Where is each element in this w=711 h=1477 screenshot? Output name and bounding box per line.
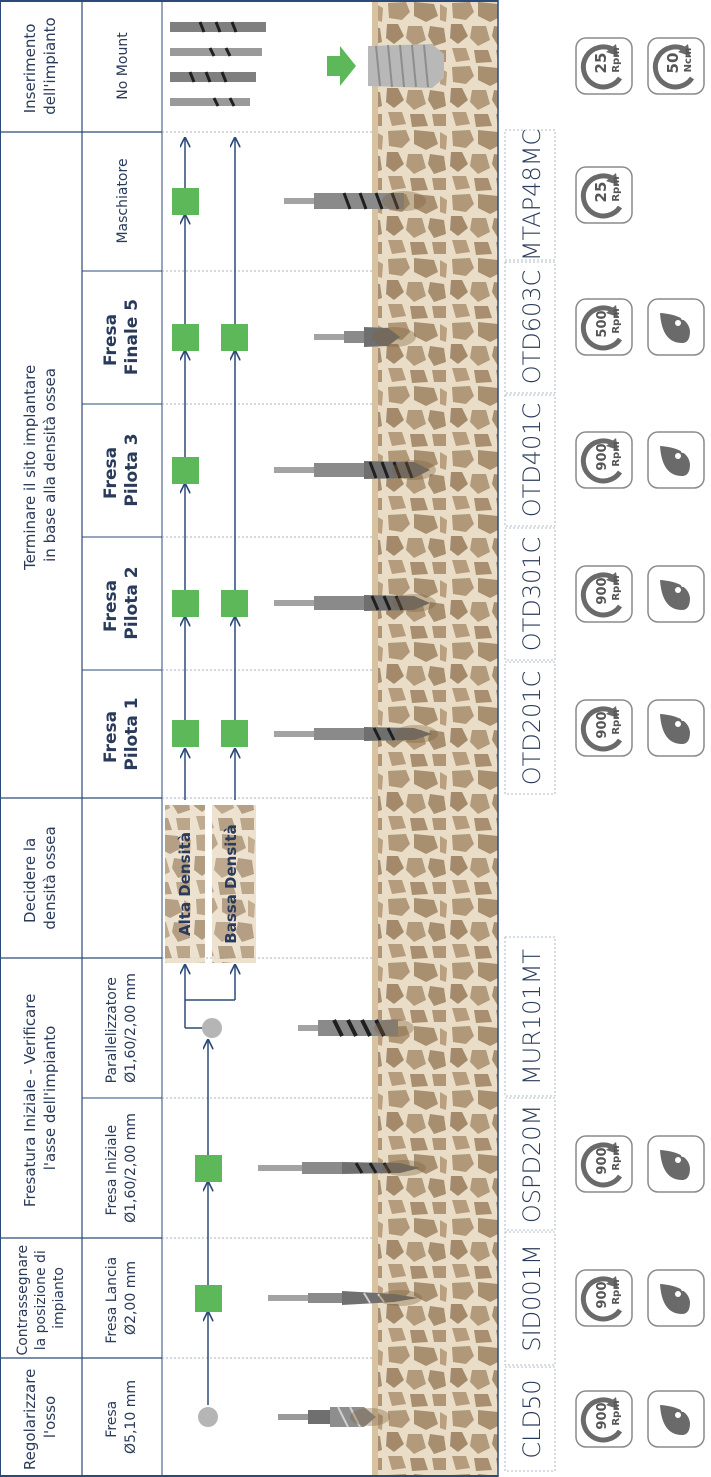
code-otd603c: OTD603C xyxy=(518,270,546,385)
badge-value: 900 xyxy=(595,443,610,470)
header-fresatura-iniziale: Fresatura Iniziale - Verificare l'asse d… xyxy=(21,989,59,1207)
dental-implant xyxy=(368,44,444,88)
badge-unit: Rpm xyxy=(611,575,622,600)
code-cld50: CLD50 xyxy=(518,1379,546,1458)
step-square xyxy=(221,720,248,747)
step-square xyxy=(221,590,248,617)
badge-value: 25 xyxy=(592,182,610,203)
insertion-arrow-icon xyxy=(327,46,356,86)
irrigation-drop-icon xyxy=(648,1136,704,1192)
parallel-dot xyxy=(202,1018,222,1038)
drill-ospd20m xyxy=(258,1160,426,1176)
badge-unit: Rpm xyxy=(611,176,622,201)
subheader-pilota-1: Fresa Pilota 1 xyxy=(101,697,142,770)
code-mur101mt: MUR101MT xyxy=(518,949,546,1085)
code-otd201c: OTD201C xyxy=(518,671,546,786)
irrigation-drop-icon xyxy=(648,1391,704,1447)
drill-sid001m xyxy=(268,1290,422,1306)
code-sid001m: SID001M xyxy=(518,1244,546,1351)
badge-value: 900 xyxy=(595,577,610,604)
header-terminare-sito: Terminare il sito implantare in base all… xyxy=(21,360,59,571)
badge-unit: Rpm xyxy=(611,709,622,734)
subheader-maschiatore: Maschiatore xyxy=(115,158,131,243)
header-contrassegnare: Contrassegnare la posizione di impianto xyxy=(15,1240,67,1355)
irrigation-drop-icon xyxy=(648,566,704,622)
drill-mtap48mc xyxy=(284,191,426,211)
badge-unit: Rpm xyxy=(611,1145,622,1170)
irrigation-drop-icon xyxy=(648,1270,704,1326)
badge-value: 900 xyxy=(595,1147,610,1174)
density-low-label: Bassa Densità xyxy=(222,824,240,943)
header-regolarizzare: Regolarizzare l'osso xyxy=(21,1364,59,1470)
badge-unit: Rpm xyxy=(611,47,622,72)
drill-otd603c xyxy=(314,327,416,347)
badge-unit: Ncm xyxy=(683,48,694,73)
step-square xyxy=(172,720,199,747)
drill-otd401c xyxy=(274,460,436,480)
drill-otd201c xyxy=(274,725,438,743)
drill-otd301c xyxy=(274,594,436,612)
header-inserimento: Inserimento dell'impianto xyxy=(21,17,59,114)
badge-unit: Rpm xyxy=(611,441,622,466)
badge-value: 900 xyxy=(595,1402,610,1429)
badge-value: 50 xyxy=(664,53,682,74)
code-ospd20m: OSPD20M xyxy=(518,1105,546,1223)
code-mtap48mc: MTAP48MC xyxy=(518,129,546,261)
subheader-fresa-510: Fresa Ø5,10 mm xyxy=(104,1380,139,1454)
irrigation-drop-icon xyxy=(648,299,704,355)
code-otd301c: OTD301C xyxy=(518,537,546,652)
badge-value: 500 xyxy=(595,310,610,337)
product-codes: CLD50 SID001M OSPD20M MUR101MT OTD201C O… xyxy=(505,129,555,1471)
density-labels: Alta Densità Bassa Densità xyxy=(165,805,256,963)
badge-value: 25 xyxy=(592,53,610,74)
drill-mur101mt xyxy=(298,1019,414,1037)
subheader-parallelizzatore: Parallelizzatore Ø1,60/2,00 mm xyxy=(104,973,139,1084)
code-otd401c: OTD401C xyxy=(518,403,546,518)
badge-unit: Rpm xyxy=(611,1400,622,1425)
start-dot xyxy=(198,1407,218,1427)
step-square xyxy=(172,324,199,351)
subheader-no-mount: No Mount xyxy=(115,32,131,100)
badge-unit: Rpm xyxy=(611,308,622,333)
subheader-fresa-iniziale: Fresa Iniziale Ø1,60/2,00 mm xyxy=(104,1113,139,1223)
header-decidere-densita: Decidere la densità ossea xyxy=(21,826,59,929)
badge-value: 900 xyxy=(595,1281,610,1308)
step-square xyxy=(172,457,199,484)
density-high-label: Alta Densità xyxy=(176,832,194,936)
subheader-fresa-lancia: Fresa Lancia Ø2,00 mm xyxy=(104,1252,139,1343)
implant-mount-tools xyxy=(170,22,266,106)
step-square xyxy=(195,1155,222,1182)
subheader-pilota-2: Fresa Pilota 2 xyxy=(101,566,142,639)
irrigation-drop-icon xyxy=(648,432,704,488)
badge-value: 900 xyxy=(595,711,610,738)
subheader-pilota-3: Fresa Pilota 3 xyxy=(101,433,142,506)
badge-unit: Rpm xyxy=(611,1279,622,1304)
step-square xyxy=(221,324,248,351)
irrigation-drop-icon xyxy=(648,700,704,756)
drill-cld50 xyxy=(278,1407,390,1427)
step-square xyxy=(172,188,199,215)
step-square xyxy=(195,1285,222,1312)
subheader-finale-5: Fresa Finale 5 xyxy=(101,299,142,375)
step-square xyxy=(172,590,199,617)
